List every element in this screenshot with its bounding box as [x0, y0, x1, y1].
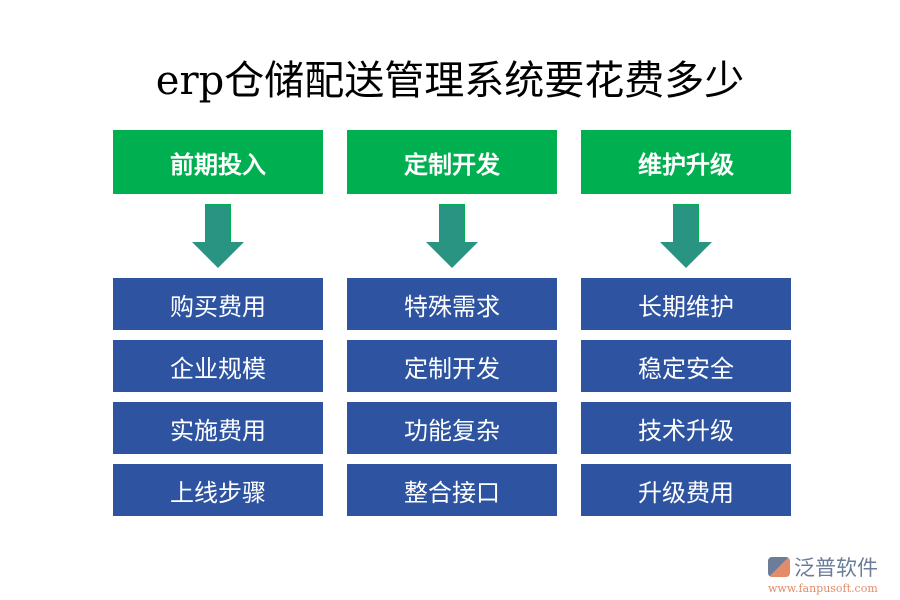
logo: 泛普软件 www.fanpusoft.com — [768, 552, 898, 595]
column-item: 稳定安全 — [581, 340, 791, 392]
column-item: 功能复杂 — [347, 402, 557, 454]
column-header: 维护升级 — [581, 130, 791, 194]
column-item: 上线步骤 — [113, 464, 323, 516]
column-item: 长期维护 — [581, 278, 791, 330]
logo-name: 泛普软件 — [794, 556, 878, 580]
column-item: 技术升级 — [581, 402, 791, 454]
column-item: 定制开发 — [347, 340, 557, 392]
column-item: 整合接口 — [347, 464, 557, 516]
column-item: 企业规模 — [113, 340, 323, 392]
column-header: 定制开发 — [347, 130, 557, 194]
page-title: erp仓储配送管理系统要花费多少 — [155, 58, 745, 104]
logo-icon — [768, 557, 790, 577]
column: 前期投入 购买费用企业规模实施费用上线步骤 — [113, 130, 323, 526]
column-header: 前期投入 — [113, 130, 323, 194]
logo-url: www.fanpusoft.com — [768, 582, 878, 595]
arrow-down-icon — [113, 194, 323, 278]
column-item: 特殊需求 — [347, 278, 557, 330]
column: 定制开发 特殊需求定制开发功能复杂整合接口 — [347, 130, 557, 526]
arrow-down-icon — [347, 194, 557, 278]
column-item: 购买费用 — [113, 278, 323, 330]
column-item: 升级费用 — [581, 464, 791, 516]
arrow-down-icon — [581, 194, 791, 278]
column-item: 实施费用 — [113, 402, 323, 454]
column: 维护升级 长期维护稳定安全技术升级升级费用 — [581, 130, 791, 526]
